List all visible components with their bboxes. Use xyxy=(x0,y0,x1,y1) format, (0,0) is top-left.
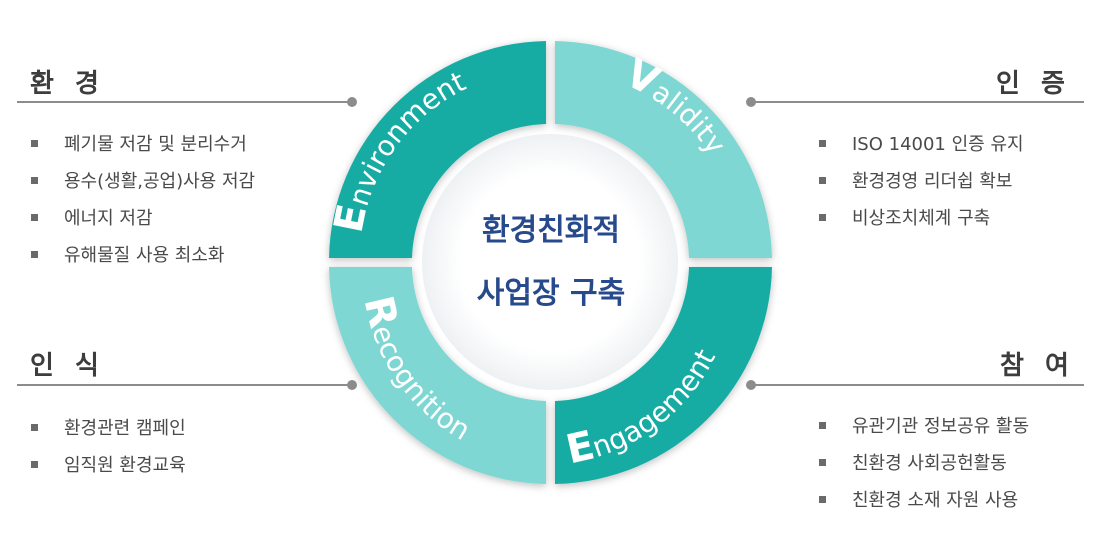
list-item: 비상조치체계 구축 xyxy=(819,200,1024,237)
list-validity: ISO 14001 인증 유지 환경경영 리더쉽 확보 비상조치체계 구축 xyxy=(819,126,1024,237)
center-title-line2: 사업장 구축 xyxy=(477,276,625,311)
bullet-icon xyxy=(31,423,38,431)
bullet-icon xyxy=(31,460,38,468)
bullet-icon xyxy=(31,250,38,258)
connector-line-environment xyxy=(17,101,354,103)
list-item: 폐기물 저감 및 분리수거 xyxy=(31,126,255,163)
list-recognition: 환경관련 캠페인 임직원 환경교육 xyxy=(31,410,186,484)
ring-segment-recognition xyxy=(329,267,546,484)
panel-title-recognition: 인 식 xyxy=(30,351,105,381)
list-item: 환경관련 캠페인 xyxy=(31,410,186,447)
connector-line-recognition xyxy=(17,384,354,386)
panel-title-environment: 환 경 xyxy=(30,69,105,99)
panel-title-validity: 인 증 xyxy=(996,69,1071,99)
list-engagement: 유관기관 정보공유 활동 친환경 사회공헌활동 친환경 소재 자원 사용 xyxy=(819,408,1029,519)
list-item: 유해물질 사용 최소화 xyxy=(31,237,255,274)
bullet-icon xyxy=(819,176,826,184)
bullet-icon xyxy=(31,176,38,184)
bullet-icon xyxy=(819,421,826,429)
bullet-icon xyxy=(819,139,826,147)
bullet-icon xyxy=(819,213,826,221)
connector-line-validity xyxy=(751,101,1084,103)
bullet-icon xyxy=(31,139,38,147)
list-item: 친환경 사회공헌활동 xyxy=(819,445,1029,482)
bullet-icon xyxy=(31,213,38,221)
list-item: 임직원 환경교육 xyxy=(31,447,186,484)
list-item: 환경경영 리더쉽 확보 xyxy=(819,163,1024,200)
list-item: 용수(생활,공업)사용 저감 xyxy=(31,163,255,200)
list-environment: 폐기물 저감 및 분리수거 용수(생활,공업)사용 저감 에너지 저감 유해물질… xyxy=(31,126,255,274)
ring-segment-validity xyxy=(555,41,772,258)
ring-segment-engagement xyxy=(555,267,772,484)
list-item: 친환경 소재 자원 사용 xyxy=(819,482,1029,519)
bullet-icon xyxy=(819,495,826,503)
bullet-icon xyxy=(819,458,826,466)
list-item: ISO 14001 인증 유지 xyxy=(819,126,1024,163)
connector-dot-recognition xyxy=(347,380,357,390)
center-disc xyxy=(422,134,678,390)
list-item: 유관기관 정보공유 활동 xyxy=(819,408,1029,445)
center-title-line1: 환경친화적 xyxy=(482,213,620,248)
connector-dot-environment xyxy=(347,97,357,107)
connector-line-engagement xyxy=(751,384,1084,386)
ring-segment-environment xyxy=(329,41,546,258)
list-item: 에너지 저감 xyxy=(31,200,255,237)
panel-title-engagement: 참 여 xyxy=(1000,351,1075,381)
